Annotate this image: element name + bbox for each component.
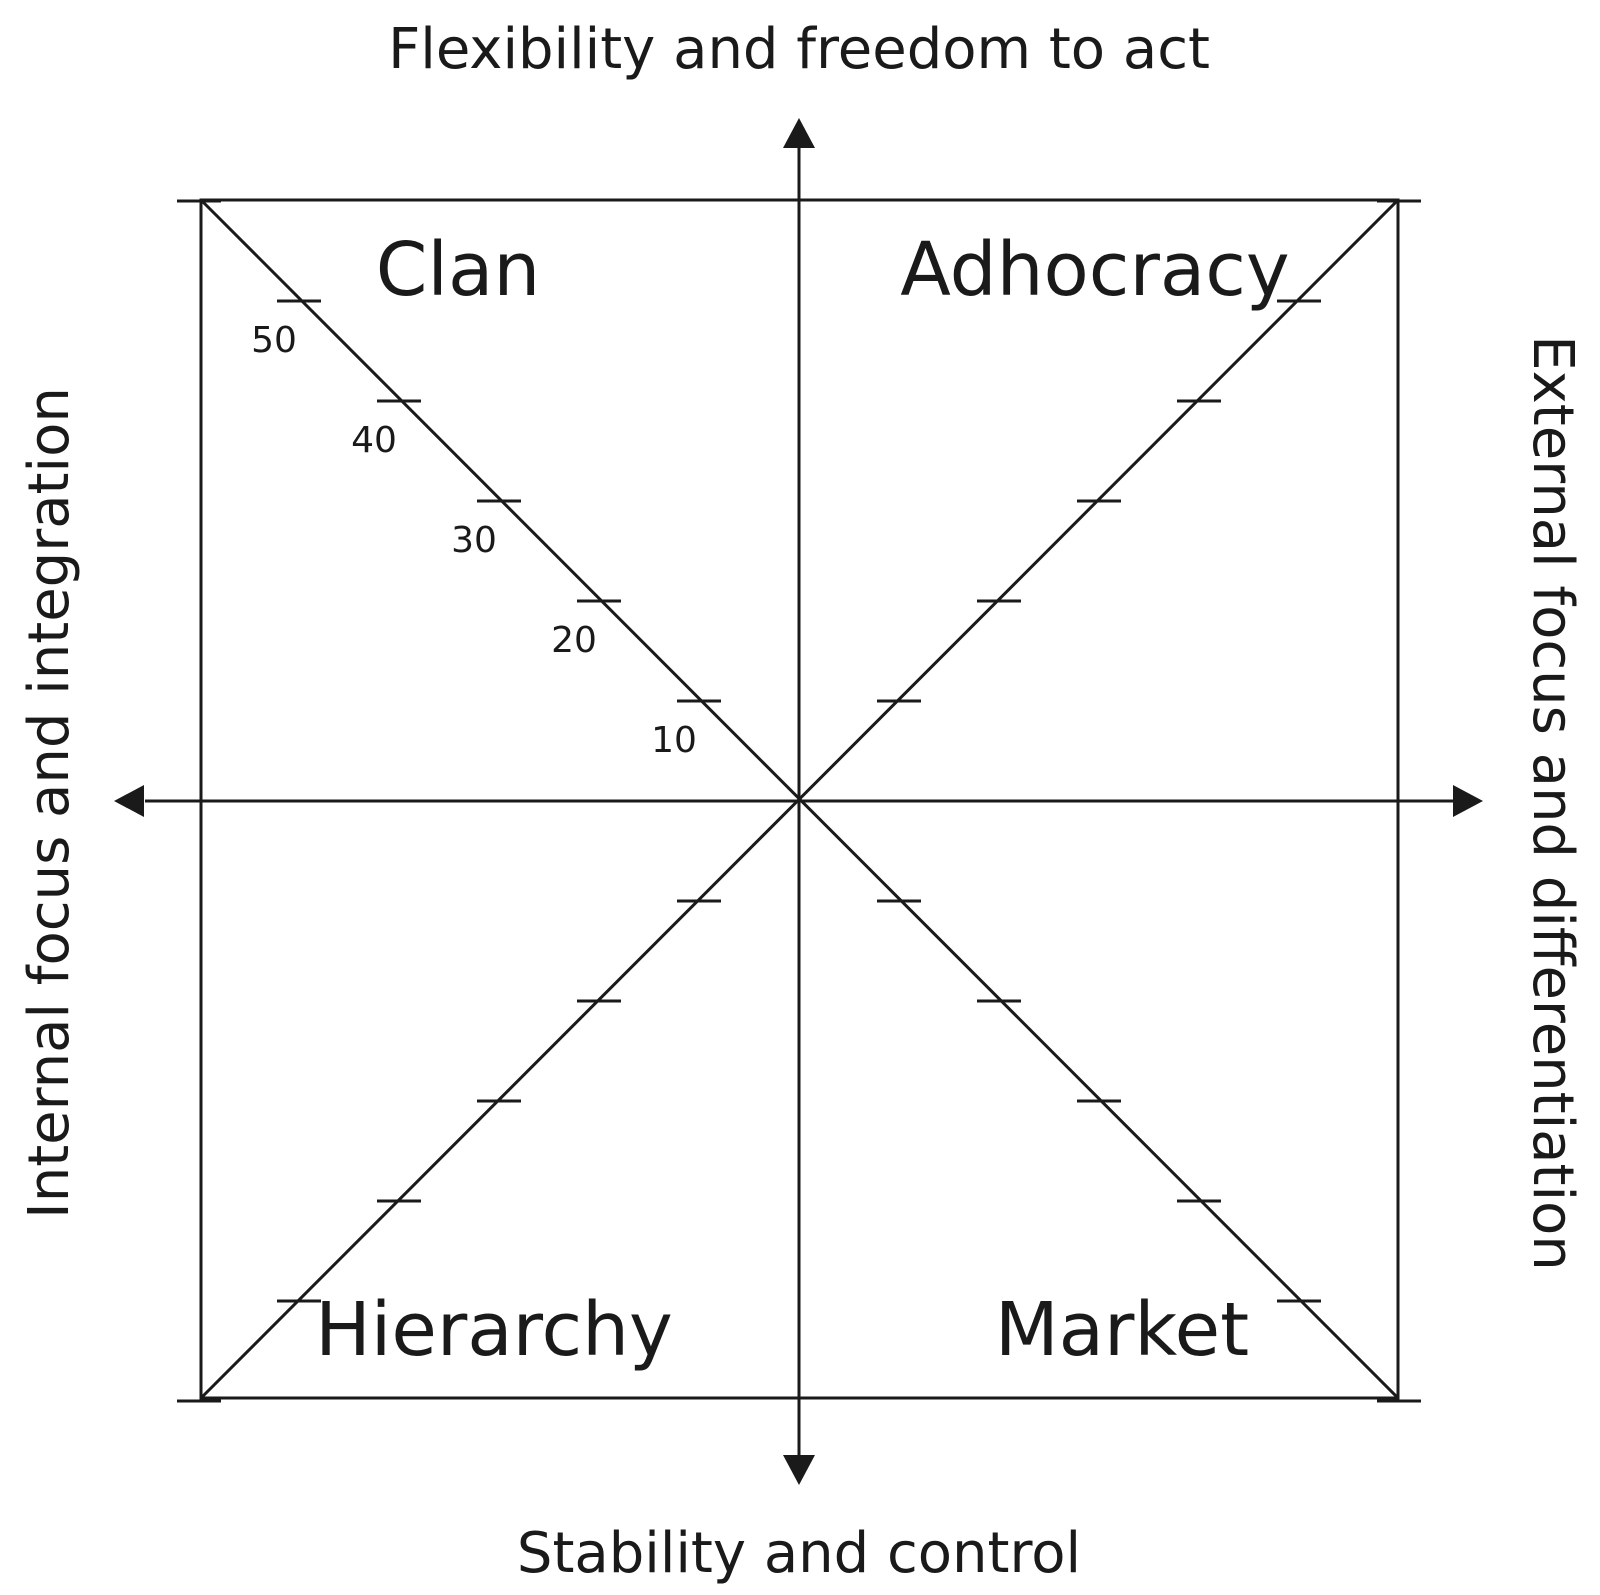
arrow-left-icon bbox=[114, 785, 144, 817]
quadrant-label-market: Market bbox=[995, 1287, 1249, 1373]
tick-label-30: 30 bbox=[451, 520, 497, 561]
tick-label-50: 50 bbox=[251, 320, 297, 361]
axis-title-top: Flexibility and freedom to act bbox=[388, 17, 1210, 82]
tick-label-10: 10 bbox=[651, 720, 697, 761]
quadrant-label-hierarchy: Hierarchy bbox=[315, 1287, 673, 1373]
quadrant-label-adhocracy: Adhocracy bbox=[900, 227, 1289, 313]
arrow-up-icon bbox=[783, 118, 815, 148]
axis-title-right: External focus and differentiation bbox=[1520, 335, 1585, 1271]
arrow-right-icon bbox=[1453, 785, 1483, 817]
axis-title-bottom: Stability and control bbox=[517, 1521, 1081, 1586]
axis-title-left: Internal focus and integration bbox=[17, 387, 82, 1219]
scale-ticks bbox=[177, 199, 1421, 1403]
arrow-down-icon bbox=[783, 1455, 815, 1485]
quadrant-label-clan: Clan bbox=[376, 227, 540, 313]
tick-label-20: 20 bbox=[551, 620, 597, 661]
tick-label-40: 40 bbox=[351, 420, 397, 461]
